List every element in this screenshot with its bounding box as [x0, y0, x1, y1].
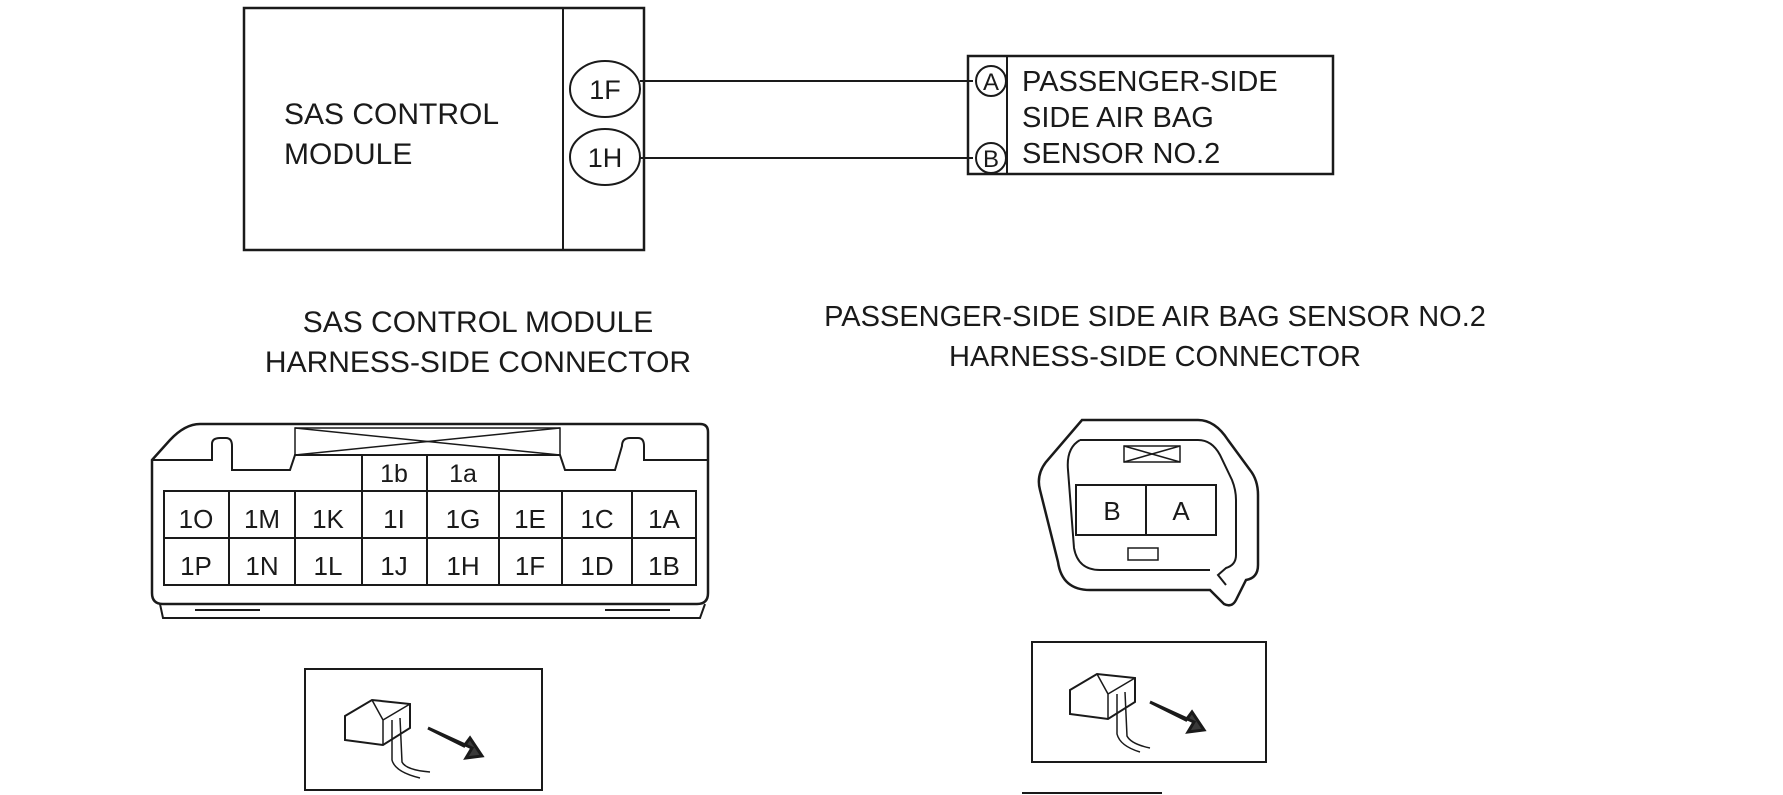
- sensor-connector-title-line1: PASSENGER-SIDE SIDE AIR BAG SENSOR NO.2: [824, 301, 1486, 333]
- pin-label-1l: 1L: [314, 551, 343, 581]
- latch-cross-2: [294, 427, 561, 456]
- module-box: [242, 6, 646, 252]
- sensor-connector-housing: [1037, 418, 1260, 607]
- module-name-line1: SAS CONTROL: [284, 98, 499, 131]
- pin-label-1f: 1F: [515, 551, 545, 581]
- terminal-1f-circle: [569, 60, 641, 118]
- pin-label-1k: 1K: [312, 504, 344, 534]
- pin-label-1p: 1P: [180, 551, 212, 581]
- pin-label-1j: 1J: [380, 551, 407, 581]
- pin-label-1a-main: 1A: [648, 504, 680, 534]
- pin-label-1c: 1C: [580, 504, 613, 534]
- sensor-terminal-b-circle: [975, 142, 1007, 174]
- air-bag-sensor: A B PASSENGER-SIDE SIDE AIR BAG SENSOR N…: [966, 54, 1335, 176]
- sensor-latch-window: [1123, 445, 1181, 463]
- connector-lower-rail: [159, 603, 706, 619]
- sensor-harness-connector: B A: [1037, 418, 1260, 607]
- terminal-1h-label: 1H: [588, 143, 623, 173]
- connector-housing: [150, 422, 710, 606]
- pin-label-1e: 1E: [514, 504, 546, 534]
- pin-label-1d: 1D: [580, 551, 613, 581]
- module-name-line2: MODULE: [284, 138, 412, 171]
- sensor-connector-inner-left: [1066, 439, 1210, 571]
- sensor-terminal-a-label: A: [983, 69, 999, 96]
- harness-side-view-icon: [304, 668, 543, 791]
- sensor-latch-cross-2: [1123, 445, 1181, 463]
- pin-label-1i: 1I: [383, 504, 405, 534]
- pin-label-1b: 1b: [380, 460, 408, 488]
- icon-arrow: [427, 726, 485, 760]
- sensor-terminal-a-circle: [975, 65, 1007, 97]
- sensor-connector-inner: [1080, 439, 1237, 586]
- sensor-pin-label-b: B: [1103, 496, 1120, 526]
- sas-harness-connector: 1b 1a 1O 1M 1K 1I 1G 1E 1C 1A 1P 1N 1L 1…: [150, 422, 710, 619]
- sas-control-module: SAS CONTROL MODULE 1F 1H: [242, 6, 646, 252]
- sensor-key-slot: [1127, 547, 1159, 561]
- pin-label-1g: 1G: [446, 504, 481, 534]
- pin-label-1n: 1N: [245, 551, 278, 581]
- pin-label-1h: 1H: [446, 551, 479, 581]
- sensor-terminal-b-label: B: [983, 146, 999, 173]
- pin-label-1m: 1M: [244, 504, 280, 534]
- icon-arrow: [1149, 700, 1207, 734]
- icon-frame-left: [304, 668, 543, 791]
- sensor-box: [966, 54, 1335, 176]
- sensor-pin-label-a: A: [1172, 496, 1190, 526]
- sensor-name-line2: SIDE AIR BAG: [1022, 102, 1214, 134]
- sensor-connector-title-line2: HARNESS-SIDE CONNECTOR: [949, 341, 1361, 373]
- sas-connector-title-line1: SAS CONTROL MODULE: [303, 306, 654, 339]
- sensor-name-line3: SENSOR NO.2: [1022, 138, 1220, 170]
- pin-label-1b-main: 1B: [648, 551, 680, 581]
- pin-label-1o: 1O: [179, 504, 214, 534]
- sensor-name-line1: PASSENGER-SIDE: [1022, 66, 1278, 98]
- terminal-1f-label: 1F: [589, 75, 621, 105]
- sas-connector-title-line2: HARNESS-SIDE CONNECTOR: [265, 346, 691, 379]
- pin-label-1a: 1a: [449, 460, 477, 488]
- pin-grid-columns: [228, 491, 633, 585]
- harness-side-view-icon: [1031, 641, 1267, 763]
- icon-frame-right: [1031, 641, 1267, 763]
